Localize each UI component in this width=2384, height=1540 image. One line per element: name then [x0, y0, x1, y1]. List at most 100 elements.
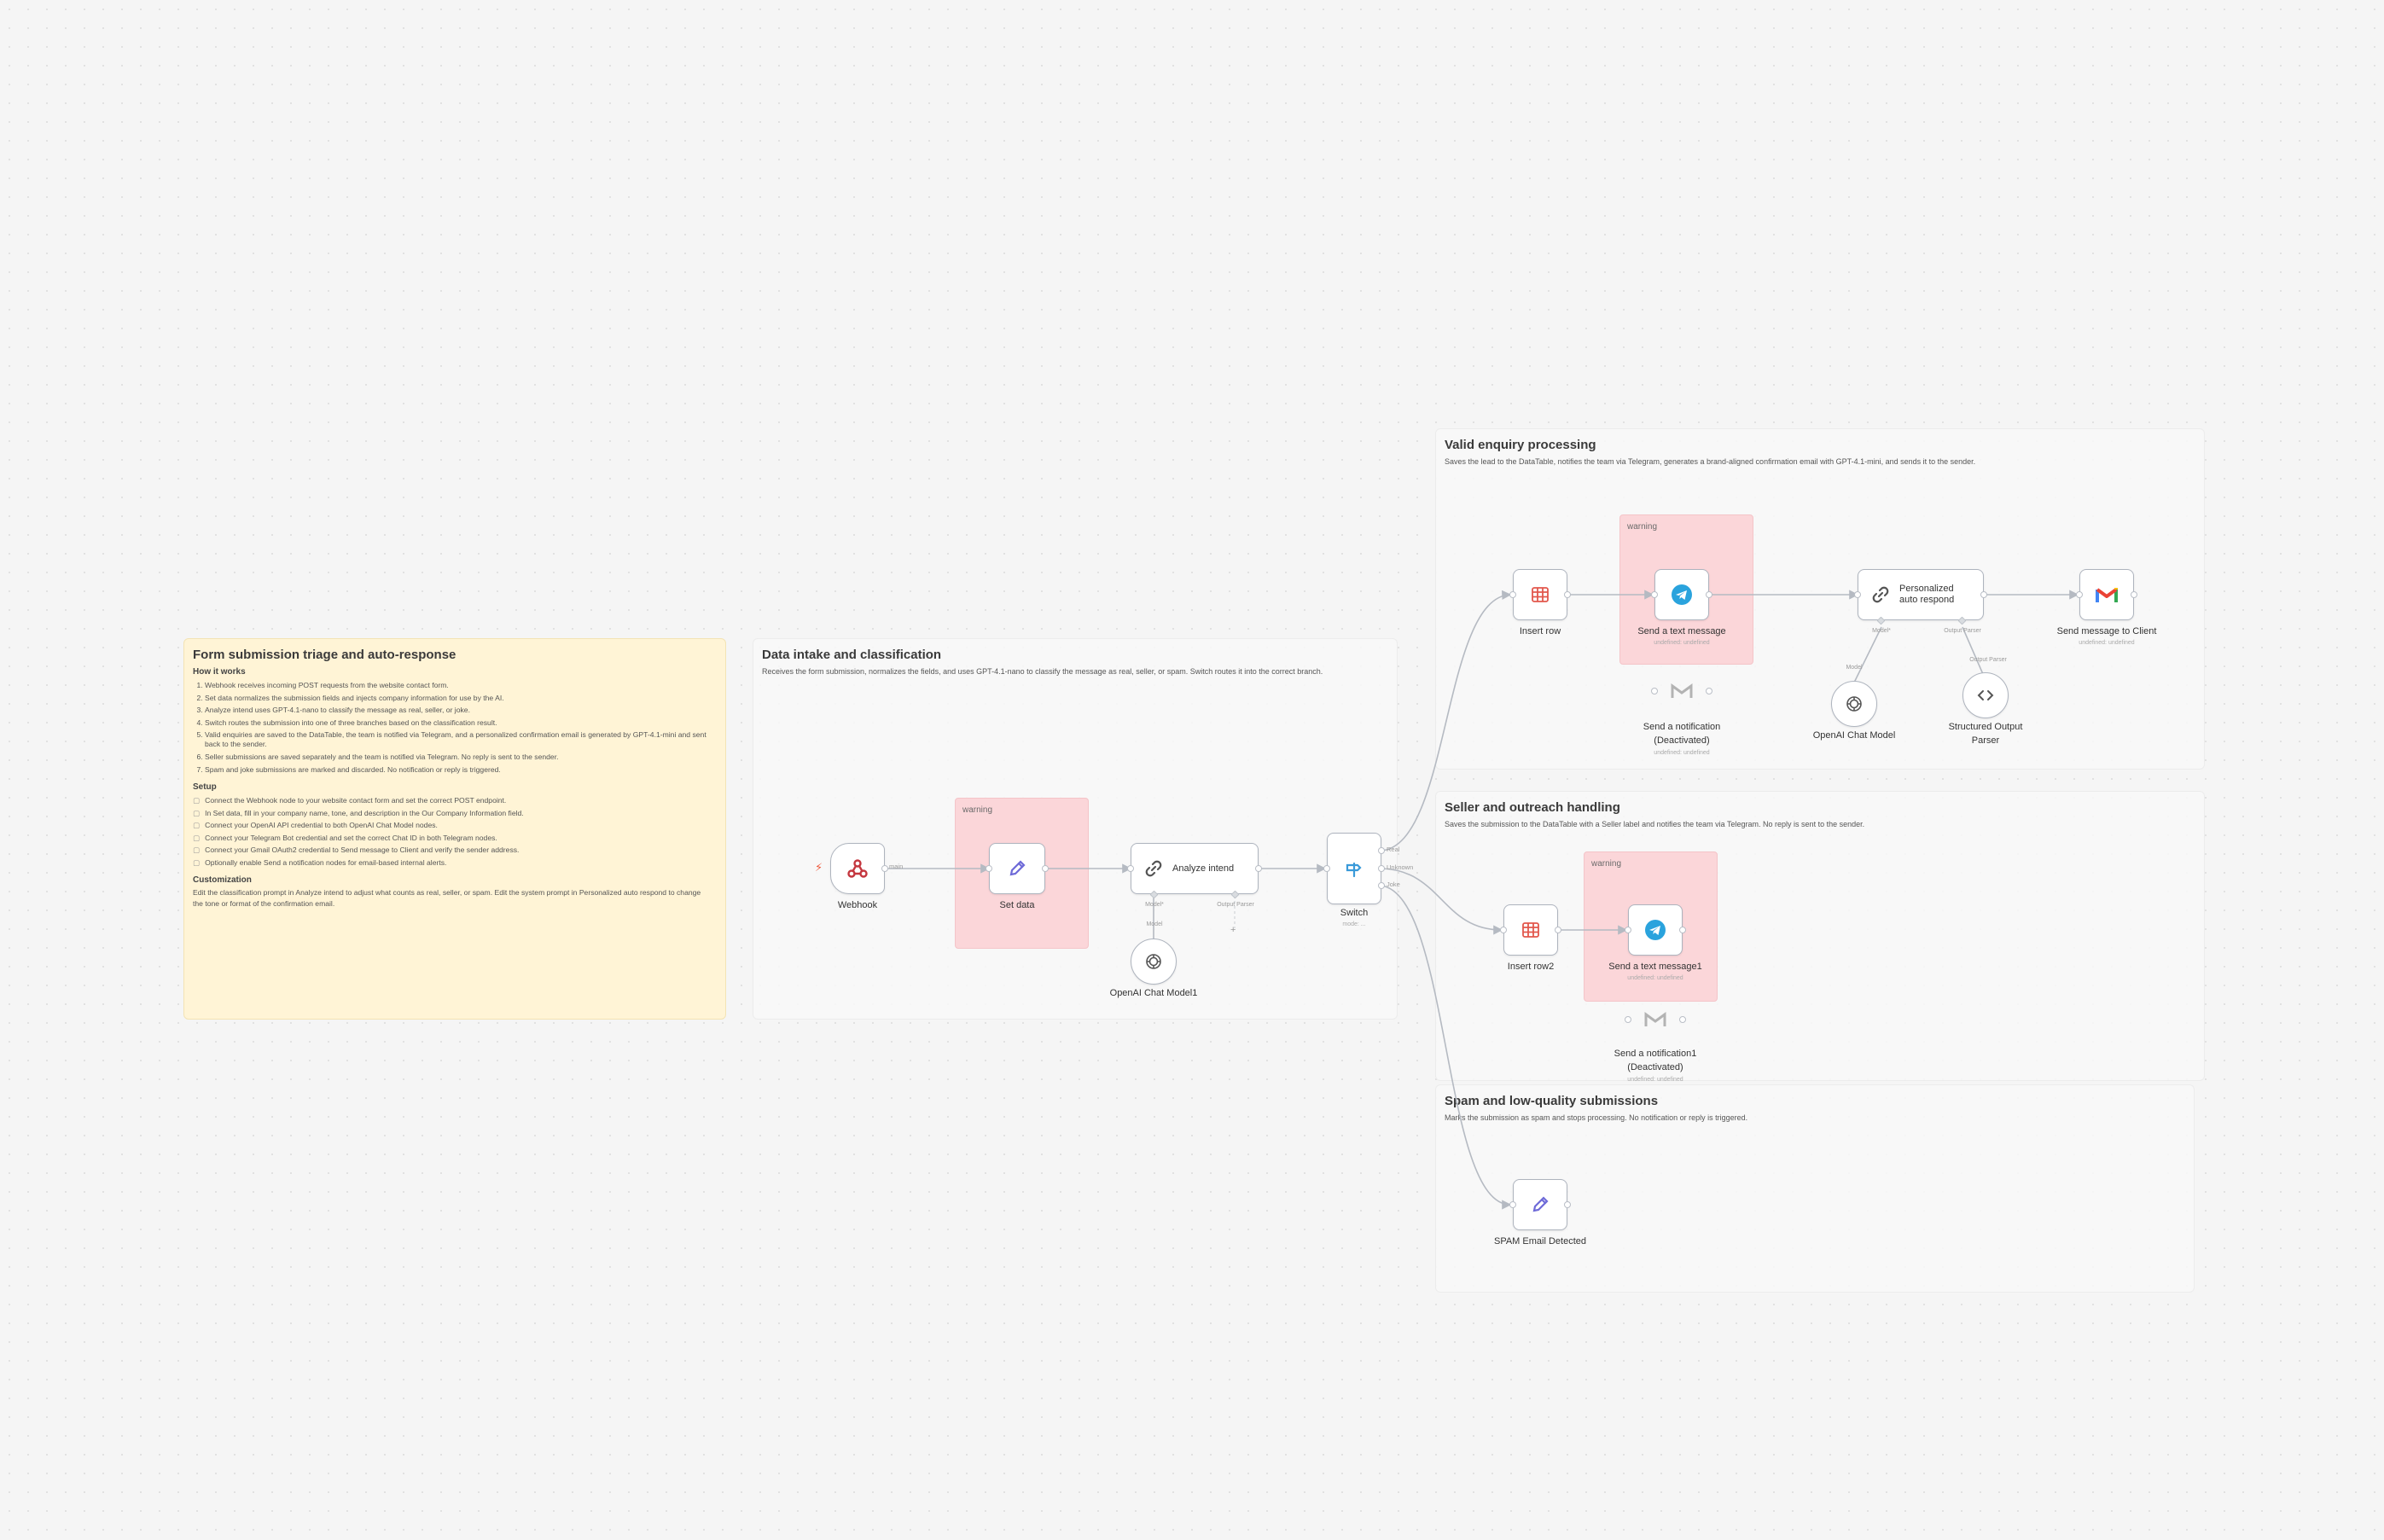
- trigger-bolt-icon: ⚡: [815, 861, 823, 874]
- node-subtitle: mode: ...: [1342, 921, 1366, 927]
- input-port[interactable]: [1323, 865, 1330, 872]
- webhook-node[interactable]: [830, 843, 885, 894]
- sticky-section-intake[interactable]: Data intake and classification Receives …: [753, 638, 1398, 1020]
- node-label: Insert row2: [1507, 962, 1555, 972]
- send-text-message-node[interactable]: [1654, 569, 1709, 620]
- warning-label: warning: [1591, 859, 1622, 869]
- gmail-icon: [1671, 683, 1693, 700]
- input-port[interactable]: [1854, 591, 1861, 598]
- how-it-works-heading: How it works: [193, 667, 246, 677]
- port-label: Model: [1846, 665, 1863, 671]
- openai-chat-model1-node[interactable]: [1131, 939, 1177, 985]
- node-label-status: (Deactivated): [1654, 735, 1710, 746]
- output-port[interactable]: [1980, 591, 1987, 598]
- customization-text: Edit the classification prompt in Analyz…: [193, 888, 701, 908]
- port-label: Output Parser: [1217, 902, 1254, 908]
- node-label: Send a notification: [1643, 722, 1721, 732]
- node-label: Set data: [999, 900, 1035, 910]
- output-port[interactable]: [1042, 865, 1049, 872]
- node-label-line2: auto respond: [1899, 595, 1955, 605]
- gmail-icon: [1644, 1011, 1666, 1028]
- list-item[interactable]: Optionally enable Send a notification no…: [193, 857, 717, 869]
- section-title: Data intake and classification: [762, 648, 942, 662]
- analyze-intend-node[interactable]: Analyze intend: [1131, 843, 1259, 894]
- output-port-unknown[interactable]: [1378, 865, 1385, 872]
- port-label: Joke: [1387, 880, 1400, 888]
- node-label: Send a text message: [1637, 626, 1726, 636]
- openai-icon: [1844, 694, 1864, 714]
- list-item[interactable]: Connect the Webhook node to your website…: [193, 794, 717, 807]
- send-notification-node[interactable]: [1660, 678, 1703, 704]
- port-label: Real: [1387, 846, 1400, 853]
- output-port[interactable]: [2131, 591, 2137, 598]
- openai-chat-model-node[interactable]: [1831, 681, 1877, 727]
- port-label: Unknown: [1387, 863, 1414, 871]
- how-it-works-list: Webhook receives incoming POST requests …: [193, 679, 717, 776]
- list-item: Switch routes the submission into one of…: [205, 717, 717, 729]
- insert-row2-node[interactable]: [1503, 904, 1558, 956]
- input-port[interactable]: [986, 865, 992, 872]
- port-label: Output Parser: [1969, 657, 2007, 663]
- send-text-message1-node[interactable]: [1628, 904, 1683, 956]
- list-item: Webhook receives incoming POST requests …: [205, 679, 717, 692]
- input-port[interactable]: [1651, 591, 1658, 598]
- structured-output-parser-node[interactable]: [1962, 672, 2009, 718]
- input-port[interactable]: [2076, 591, 2083, 598]
- node-label: Send message to Client: [2056, 626, 2157, 636]
- spam-email-detected-node[interactable]: [1513, 1179, 1567, 1230]
- node-subtitle: undefined: undefined: [1654, 750, 1710, 756]
- insert-row-node[interactable]: [1513, 569, 1567, 620]
- table-icon: [1521, 920, 1541, 940]
- input-port[interactable]: [1127, 865, 1134, 872]
- input-port[interactable]: [1651, 688, 1658, 694]
- personalized-auto-respond-node[interactable]: Personalized auto respond: [1858, 569, 1984, 620]
- node-label: Send a text message1: [1608, 962, 1702, 972]
- output-port[interactable]: [881, 865, 888, 872]
- output-port[interactable]: [1555, 927, 1561, 933]
- openai-icon: [1143, 951, 1164, 972]
- output-port[interactable]: [1255, 865, 1262, 872]
- input-port[interactable]: [1625, 927, 1631, 933]
- output-port[interactable]: [1706, 688, 1712, 694]
- list-item[interactable]: Connect your Telegram Bot credential and…: [193, 832, 717, 845]
- input-port[interactable]: [1500, 927, 1507, 933]
- node-label: Webhook: [837, 900, 878, 910]
- input-port[interactable]: [1509, 591, 1516, 598]
- port-label: Model*: [1872, 628, 1891, 634]
- sticky-section-seller[interactable]: Seller and outreach handling Saves the s…: [1435, 791, 2205, 1081]
- list-item[interactable]: Connect your OpenAI API credential to bo…: [193, 819, 717, 832]
- telegram-icon: [1644, 919, 1666, 941]
- switch-node[interactable]: [1327, 833, 1381, 904]
- list-item: Seller submissions are saved separately …: [205, 751, 717, 764]
- send-message-to-client-node[interactable]: [2079, 569, 2134, 620]
- port-label: Model: [1146, 921, 1163, 927]
- add-parser-icon[interactable]: +: [1230, 925, 1236, 935]
- webhook-icon: [846, 857, 869, 880]
- node-label-line2: Parser: [1971, 735, 2000, 746]
- output-port[interactable]: [1679, 1016, 1686, 1023]
- output-port[interactable]: [1564, 591, 1571, 598]
- output-port[interactable]: [1564, 1201, 1571, 1208]
- list-item[interactable]: Connect your Gmail OAuth2 credential to …: [193, 844, 717, 857]
- list-item: Set data normalizes the submission field…: [205, 692, 717, 705]
- output-port-joke[interactable]: [1378, 882, 1385, 889]
- output-port[interactable]: [1679, 927, 1686, 933]
- send-notification1-node[interactable]: [1634, 1007, 1677, 1032]
- output-port[interactable]: [1706, 591, 1712, 598]
- node-label: OpenAI Chat Model1: [1109, 988, 1198, 998]
- node-subtitle: undefined: undefined: [1627, 1077, 1683, 1083]
- set-data-node[interactable]: [989, 843, 1045, 894]
- overview-title: Form submission triage and auto-response: [193, 648, 456, 662]
- warning-label: warning: [1627, 522, 1658, 532]
- output-port-real[interactable]: [1378, 847, 1385, 854]
- node-subtitle: undefined: undefined: [1627, 975, 1683, 981]
- code-icon: [1976, 686, 1995, 705]
- table-icon: [1530, 584, 1550, 605]
- input-port[interactable]: [1625, 1016, 1631, 1023]
- input-port[interactable]: [1509, 1201, 1516, 1208]
- list-item[interactable]: In Set data, fill in your company name, …: [193, 807, 717, 820]
- sticky-note-overview[interactable]: Form submission triage and auto-response…: [183, 638, 726, 1020]
- port-label: main: [889, 863, 904, 870]
- list-item: Analyze intend uses GPT-4.1-nano to clas…: [205, 704, 717, 717]
